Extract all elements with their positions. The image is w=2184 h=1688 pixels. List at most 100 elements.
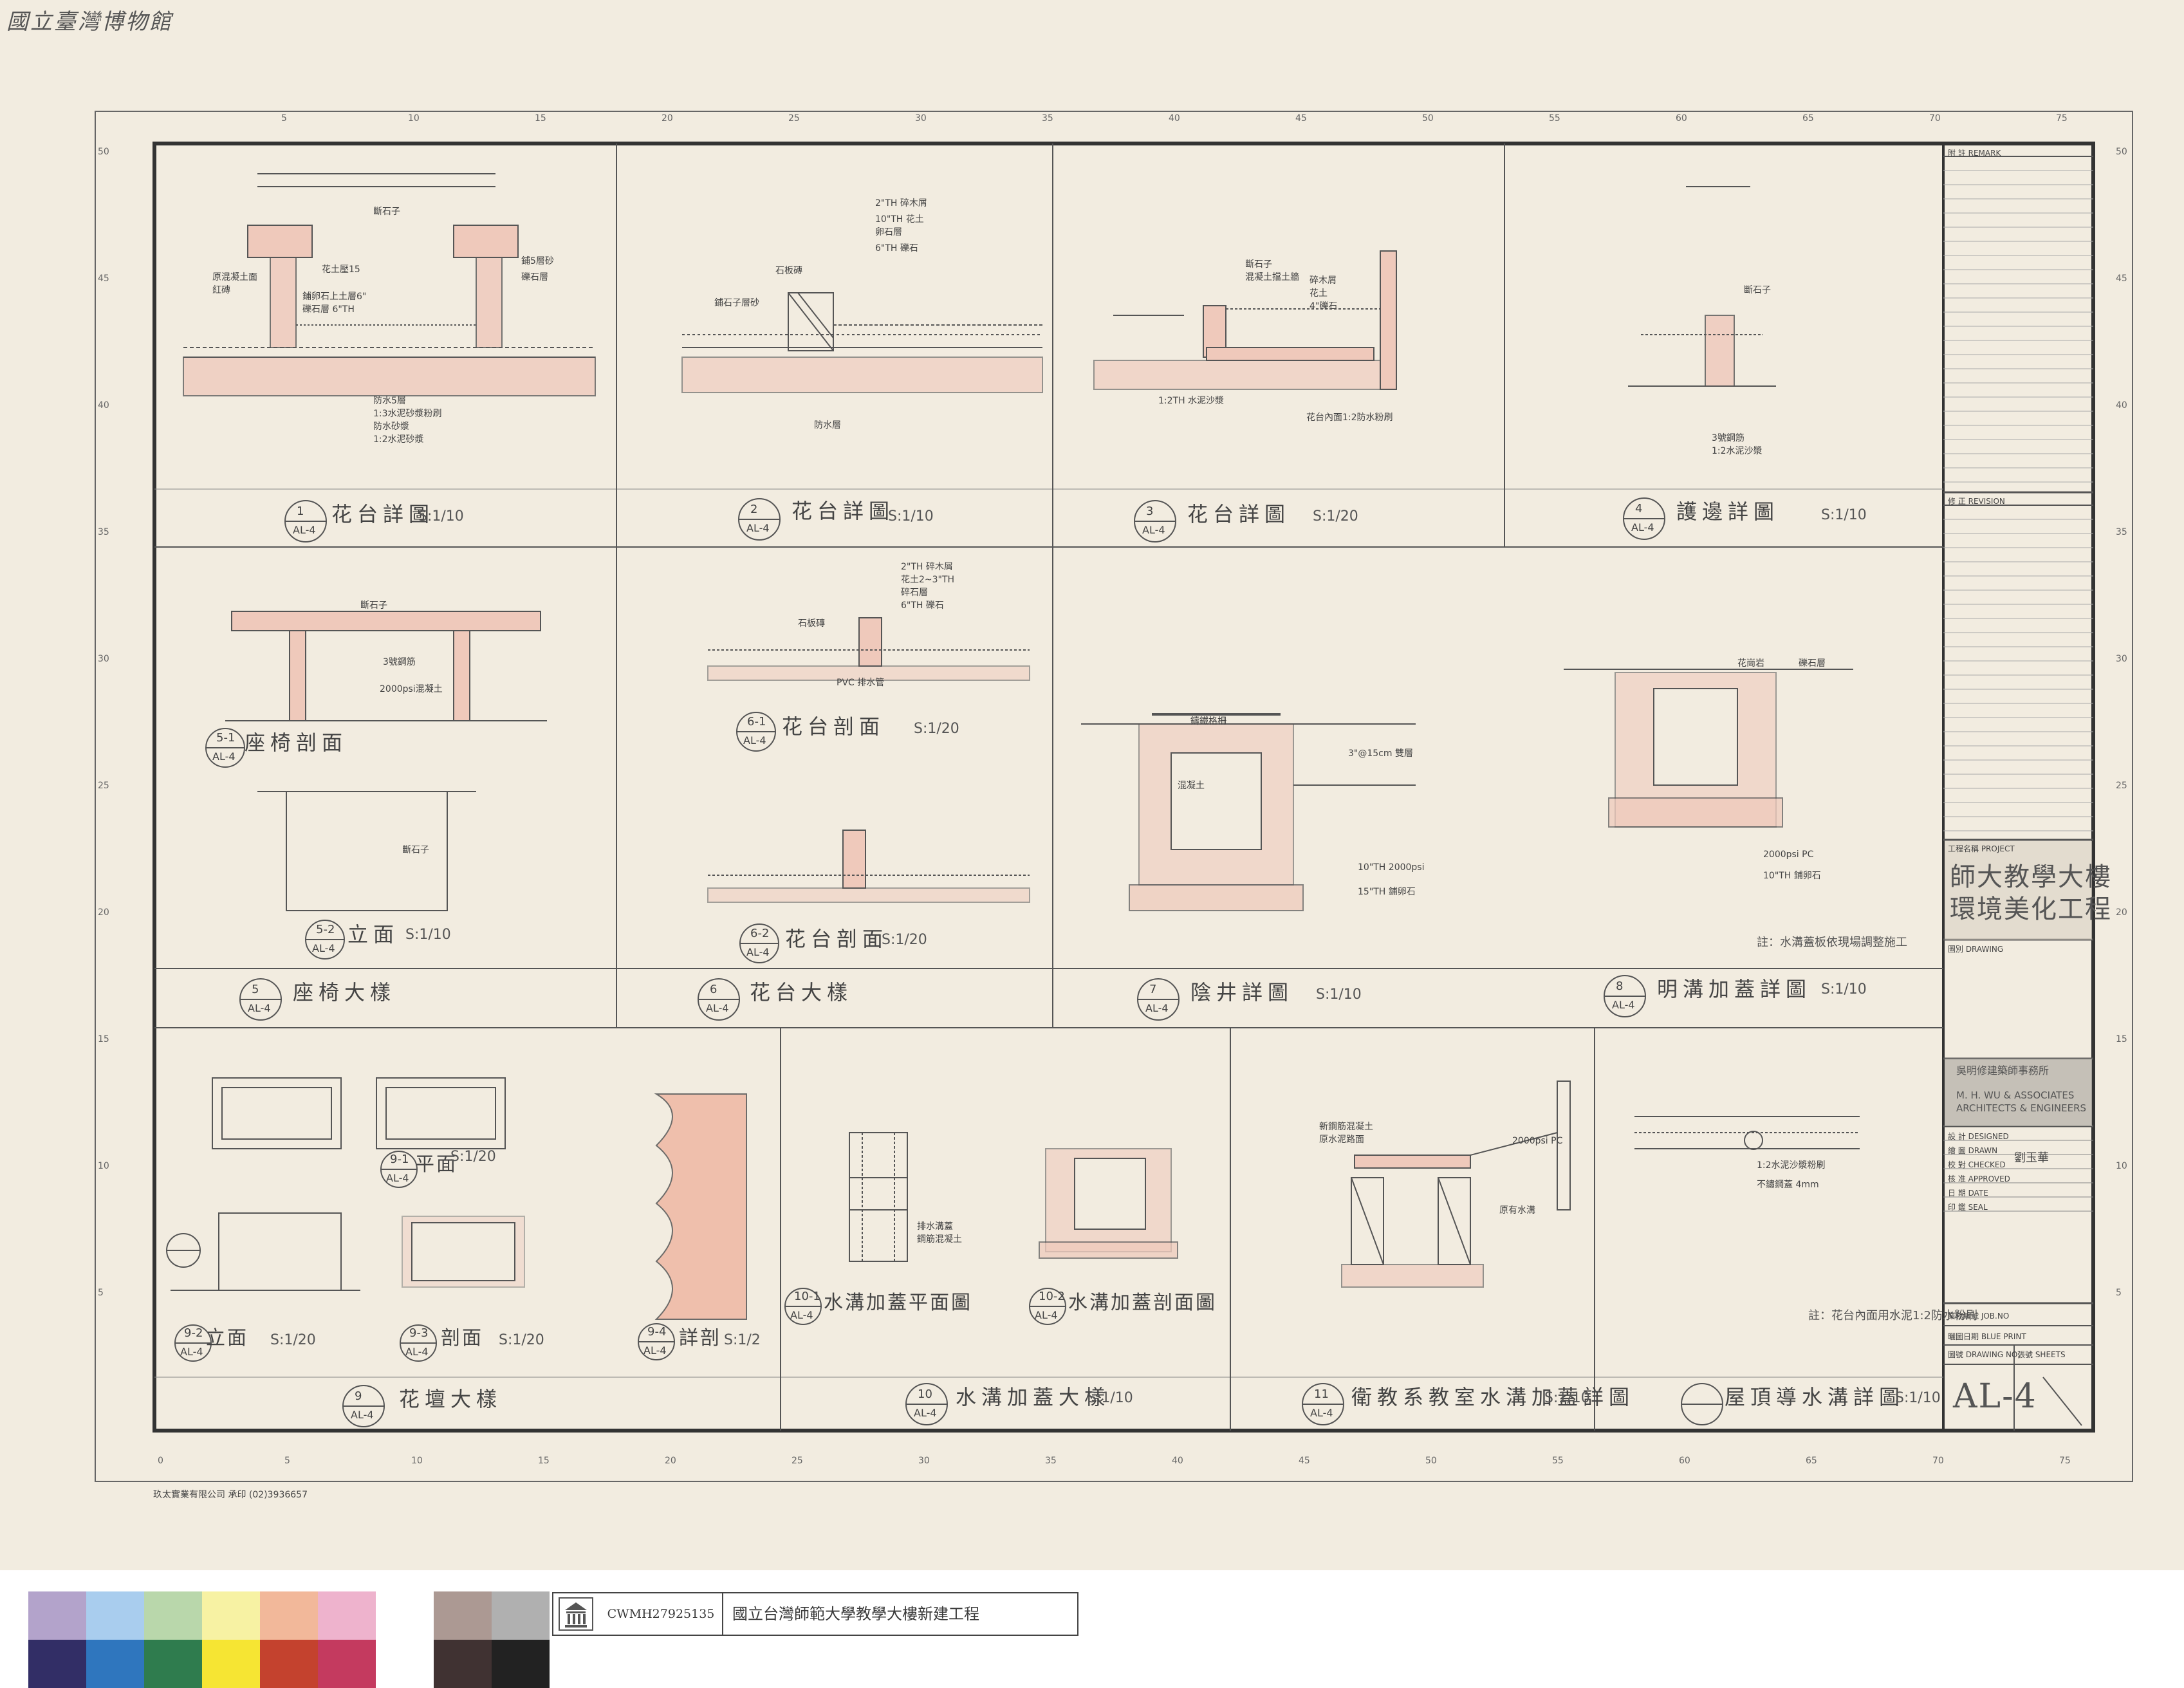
callout-number: 7 <box>1149 983 1157 996</box>
annotation-label: 10"TH 鋪卵石 <box>1763 871 1821 881</box>
callout-ref: AL-4 <box>746 522 770 534</box>
detail-title: 平面 <box>415 1153 458 1176</box>
ruler-top-tick: 75 <box>2056 113 2068 124</box>
annotation-label: 1:2TH 水泥沙漿 <box>1158 396 1225 406</box>
ruler-top-tick: 65 <box>1802 113 1814 124</box>
roof-drain-drawing <box>1634 1116 1860 1150</box>
color-swatch <box>28 1591 86 1640</box>
detail-3-drawing <box>1093 250 1397 390</box>
detail-title: 花台剖面 <box>785 927 889 951</box>
ruler-top-tick: 10 <box>408 113 420 124</box>
annotation-label: 斷石子 <box>1744 285 1771 295</box>
annotation-label: 2"TH 碎木屑 <box>901 562 953 572</box>
ruler-top-tick: 30 <box>915 113 927 124</box>
tb-row: 日 期 DATE <box>1948 1189 1988 1198</box>
detail-9-4-drawing <box>654 1093 747 1320</box>
callout-number: 6 <box>710 983 717 996</box>
callout-ref: AL-4 <box>1631 521 1654 533</box>
detail-5-1-drawing <box>225 611 547 721</box>
callout-ref: AL-4 <box>790 1309 813 1321</box>
annotation-label: 不鏽鋼蓋 4mm <box>1757 1180 1819 1190</box>
tb-drawn-by: 劉玉華 <box>2014 1151 2049 1165</box>
ruler-bottom-tick: 75 <box>2059 1456 2071 1466</box>
annotation-label: 15"TH 鋪卵石 <box>1358 887 1416 897</box>
color-swatch <box>492 1591 550 1640</box>
tb-drawing-no: 圖號 DRAWING NO. <box>1948 1350 2020 1359</box>
annotation-label: 花土 <box>1309 288 1328 299</box>
detail-9-3-drawing <box>402 1216 525 1288</box>
annotation-label: 3號鋼筋 <box>1712 433 1744 443</box>
color-swatch <box>144 1640 202 1688</box>
callout-number: 11 <box>1314 1387 1329 1401</box>
detail-title: 剖面 <box>441 1327 483 1349</box>
callout-number: 5-1 <box>216 731 236 745</box>
detail-title: 座椅剖面 <box>245 730 348 755</box>
annotation-label: 紅磚 <box>212 285 230 295</box>
callout-circles <box>166 497 1723 1427</box>
ruler-bottom-tick: 25 <box>791 1456 803 1466</box>
detail-6-1-drawing <box>707 617 1030 681</box>
annotation-label: 斷石子 <box>373 207 400 217</box>
detail-scale: S:1/10 <box>405 927 451 943</box>
callout-number: 9 <box>355 1389 362 1403</box>
callout-number: 2 <box>750 503 758 516</box>
tb-firm-en-2: ARCHITECTS & ENGINEERS <box>1956 1102 2087 1114</box>
ruler-bottom-tick: 60 <box>1679 1456 1690 1466</box>
ruler-left-tick: 40 <box>98 400 109 411</box>
color-swatch <box>260 1591 318 1640</box>
detail-scale: S:1/10 <box>1895 1390 1941 1406</box>
annotation-label: 礫石層 6"TH <box>302 304 355 315</box>
annotation-label: 花台內面1:2防水粉刷 <box>1306 413 1393 423</box>
annotation-label: 鋼筋混凝土 <box>917 1234 962 1245</box>
catalogue-id: CWMH27925135 <box>600 1593 723 1635</box>
ruler-bottom-tick: 70 <box>1932 1456 1944 1466</box>
callout-ref: AL-4 <box>643 1344 667 1357</box>
callout-number: 10 <box>918 1387 932 1401</box>
ruler-left-tick: 15 <box>98 1034 109 1044</box>
annotation-label: 10"TH 2000psi <box>1358 862 1425 873</box>
callout-number: 9-4 <box>647 1325 667 1339</box>
detail-title: 水溝加蓋大樣 <box>956 1385 1111 1409</box>
tb-row: 設 計 DESIGNED <box>1948 1132 2009 1141</box>
annotation-label: 3號鋼筋 <box>383 657 416 667</box>
callout-ref: AL-4 <box>1612 999 1635 1011</box>
detail-9-1-drawing <box>212 1077 506 1149</box>
color-swatch <box>434 1640 492 1688</box>
annotation-label: 4"礫石 <box>1309 301 1338 311</box>
detail-title: 座椅大樣 <box>293 980 396 1005</box>
main-border <box>153 142 2095 1433</box>
callout-ref: AL-4 <box>914 1407 937 1419</box>
callout-number: 10-2 <box>1039 1290 1065 1303</box>
annotation-label: 6"TH 礫石 <box>875 243 918 254</box>
detail-scale: S:1/20 <box>882 932 927 948</box>
detail-scale: S:1/20 <box>1313 508 1358 524</box>
ruler-bottom-tick: 55 <box>1552 1456 1564 1466</box>
color-swatch <box>202 1591 260 1640</box>
detail-11-drawing <box>1341 1081 1571 1288</box>
detail-scale: S:1/10 <box>888 508 934 524</box>
detail-scale: S:1/10 <box>1821 507 1867 523</box>
detail-title: 陰井詳圖 <box>1190 980 1294 1005</box>
annotation-label: 鋪石子層砂 <box>714 298 759 308</box>
detail-title: 立面 <box>206 1327 248 1349</box>
callout-number: 8 <box>1616 979 1624 993</box>
callout-number: 5 <box>252 983 259 996</box>
detail-title: 詳剖 <box>679 1327 721 1349</box>
ruler-left-tick: 10 <box>98 1161 109 1171</box>
callout-number: 1 <box>297 505 304 518</box>
annotation-label: 斷石子 <box>402 845 429 855</box>
ruler-left-tick: 45 <box>98 274 109 284</box>
ruler-bottom-tick: 65 <box>1806 1456 1817 1466</box>
callout-number: 3 <box>1146 505 1154 518</box>
ruler-top-tick: 55 <box>1549 113 1560 124</box>
tb-sheet-id: AL-4 <box>1953 1377 2037 1416</box>
tb-row: 核 准 APPROVED <box>1948 1174 2010 1183</box>
detail-2-drawing <box>681 292 1043 393</box>
color-swatch <box>492 1640 550 1688</box>
annotation-label: 10"TH 花土 <box>875 214 924 225</box>
ruler-right-tick: 20 <box>2116 907 2127 918</box>
callout-ref: AL-4 <box>180 1346 203 1358</box>
ruler-bottom-tick: 20 <box>665 1456 676 1466</box>
ruler-top-tick: 40 <box>1169 113 1180 124</box>
annotation-label: 斷石子 <box>1245 259 1272 270</box>
